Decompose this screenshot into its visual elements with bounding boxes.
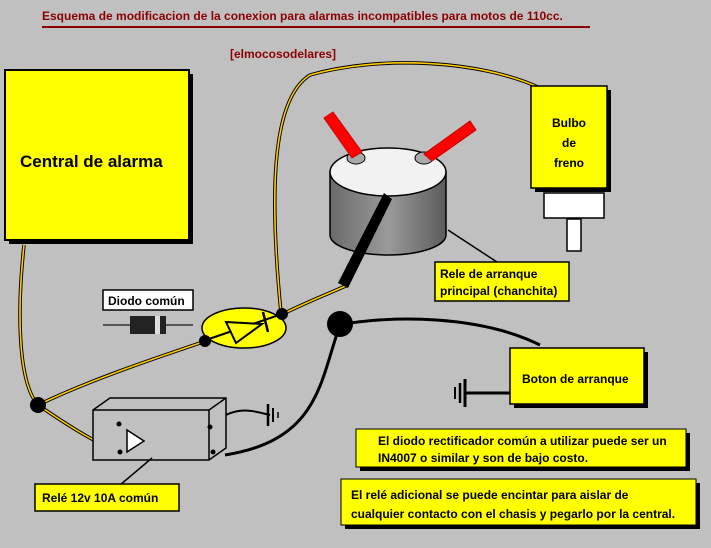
diode-terminal-left <box>199 335 211 347</box>
aux-relay-label: Relé 12v 10A común <box>34 483 180 512</box>
wire-diode-to-bulb <box>273 62 541 314</box>
junction-dot-main-relay <box>327 311 353 337</box>
relay-coil-icon <box>126 428 146 454</box>
battery-cable-left <box>323 111 363 159</box>
wire-diode-to-mainrelay <box>282 284 349 315</box>
start-button: Boton de arranque <box>509 347 648 408</box>
aux-relay-body <box>92 397 227 461</box>
diode-note-box <box>355 428 687 468</box>
wire-junction-to-diode <box>37 341 204 406</box>
diode-note: El diodo rectificador común a utilizar p… <box>355 428 690 471</box>
brake-bulb-label-3: freno <box>554 156 584 170</box>
diode-note-line-1: El diodo rectificador común a utilizar p… <box>378 434 667 448</box>
brake-bulb-base <box>543 192 605 219</box>
wire-alarm-to-junction-outline <box>18 244 40 407</box>
wire-alarm-to-junction <box>19 244 39 406</box>
diode-component-image <box>103 316 193 334</box>
battery-cable-right <box>423 120 477 162</box>
diode-cathode-bar <box>261 311 270 333</box>
black-wires <box>129 317 541 457</box>
wire-mainrelay-to-button <box>339 317 541 347</box>
diagram-title: Esquema de modificacion de la conexion p… <box>42 9 563 23</box>
diode-label-text: Diodo común <box>108 294 185 308</box>
relay-note-line-1: El relé adicional se puede encintar para… <box>351 488 629 502</box>
main-relay-label-1: Rele de arranque <box>440 267 538 281</box>
main-relay-label: Rele de arranque principal (chanchita) <box>434 261 570 302</box>
main-relay-lead <box>338 193 392 288</box>
main-relay-label-box <box>434 261 570 302</box>
diode-body <box>130 316 166 334</box>
diode-note-line-2: IN4007 o similar y son de bajo costo. <box>378 451 588 465</box>
aux-relay-callout-line <box>119 457 153 486</box>
diode-label: Diodo común <box>102 289 194 311</box>
main-relay-label-2: principal (chanchita) <box>440 284 557 298</box>
aux-relay-label-box <box>34 483 180 512</box>
start-button-box <box>509 347 645 405</box>
brake-bulb-pin <box>566 218 582 252</box>
junction-dot-alarm <box>30 397 46 413</box>
alarm-central-label: Central de alarma <box>20 152 163 171</box>
alarm-central: Central de alarma <box>4 69 193 244</box>
alarm-central-box <box>4 69 190 241</box>
relay-pin-4 <box>117 449 123 455</box>
brake-bulb-label-1: Bulbo <box>552 116 586 130</box>
main-relay-callout-line <box>447 229 501 265</box>
diode-terminal-right <box>276 308 288 320</box>
yellow-wires <box>18 61 541 454</box>
relay-note-box <box>340 478 697 526</box>
relay-pin-3 <box>210 449 216 455</box>
author-watermark: [elmocosodelares] <box>230 47 336 61</box>
ground-icon-relay <box>266 404 279 426</box>
aux-relay <box>92 397 227 461</box>
relay-pin-2 <box>207 424 213 430</box>
start-button-label: Boton de arranque <box>522 372 629 386</box>
diode-cathode-band <box>155 316 160 334</box>
brake-bulb: Bulbo de freno <box>530 85 611 252</box>
wire-junction-to-diode-outline <box>37 340 204 407</box>
main-starter-relay <box>323 111 477 288</box>
relay-note: El relé adicional se puede encintar para… <box>340 478 700 529</box>
wire-mainrelay-to-relay <box>224 324 342 457</box>
brake-bulb-glass <box>530 85 608 189</box>
diode-symbol-group <box>199 307 288 349</box>
aux-relay-label-text: Relé 12v 10A común <box>42 491 158 505</box>
diode-arrow <box>224 320 265 345</box>
relay-pin-1 <box>116 421 122 427</box>
diode-label-box <box>102 289 194 311</box>
ground-icon-button <box>454 379 467 407</box>
brake-bulb-label-2: de <box>562 136 576 150</box>
relay-note-line-2: cualquier contacto con el chasis y pegar… <box>351 507 675 521</box>
